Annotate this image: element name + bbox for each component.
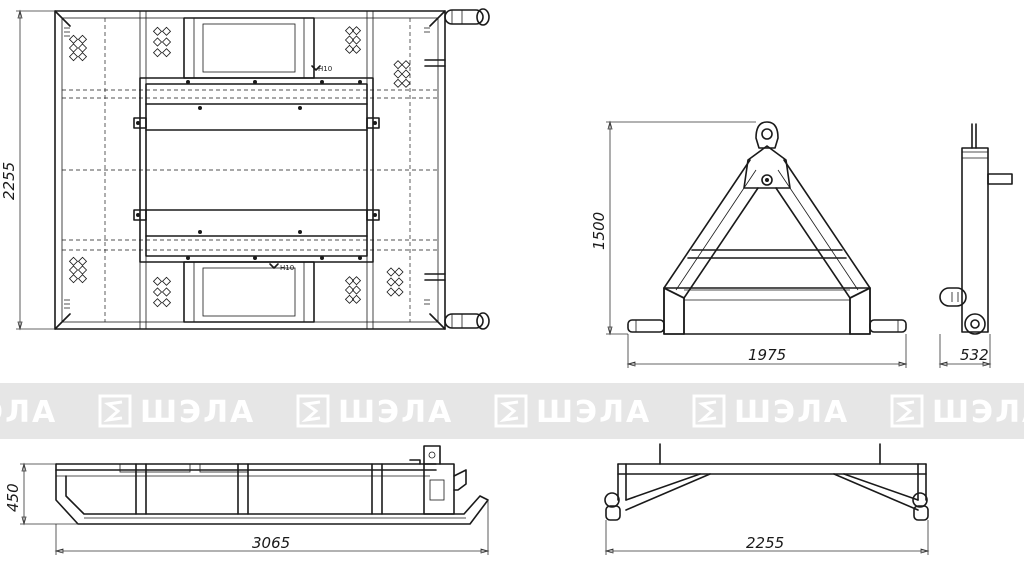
dim-top-height-text: 2255 xyxy=(0,162,18,200)
watermark-text: ШЭЛА xyxy=(0,395,57,430)
mesh-patch xyxy=(152,26,172,58)
bolt xyxy=(136,121,140,125)
dim-bottom-height: 450 xyxy=(4,462,78,526)
dim-front-width-text: 1975 xyxy=(748,346,786,364)
front-view: 1500 1975 xyxy=(590,120,908,368)
bolt xyxy=(186,80,190,84)
bolt xyxy=(136,213,140,217)
bolt xyxy=(373,213,377,217)
bolt xyxy=(186,256,190,260)
bolt xyxy=(320,80,324,84)
top-pipe-top xyxy=(444,8,490,26)
bolt xyxy=(320,256,324,260)
dim-bottom-height-text: 450 xyxy=(4,483,22,512)
watermark-item: ШЭЛА xyxy=(890,394,1024,430)
watermark-logo-icon xyxy=(890,394,924,428)
bolt xyxy=(253,80,257,84)
watermark-text: ШЭЛА xyxy=(932,395,1024,430)
mesh-patch xyxy=(152,276,172,308)
bolt xyxy=(373,121,377,125)
dim-side-width: 532 xyxy=(938,334,992,368)
bolt xyxy=(358,256,362,260)
bolt xyxy=(358,80,362,84)
watermark-item: ШЭЛА xyxy=(692,394,849,430)
watermark-text: ШЭЛА xyxy=(734,395,849,430)
mesh-patch xyxy=(68,256,88,284)
dim-rear-width: 2255 xyxy=(604,520,930,555)
watermark-logo-icon xyxy=(494,394,528,428)
side-view: 532 xyxy=(938,123,1013,368)
watermark-band: ШЭЛА ШЭЛА ШЭЛА ШЭЛА ШЭЛА ШЭЛА xyxy=(0,383,1024,439)
dim-front-width: 1975 xyxy=(626,334,908,368)
dim-top-height: 2255 xyxy=(0,9,55,331)
dim-front-height-text: 1500 xyxy=(590,212,608,250)
mesh-patch xyxy=(344,276,362,304)
watermark-logo-icon xyxy=(98,394,132,428)
dim-bottom-length: 3065 xyxy=(54,500,490,555)
watermark-text: ШЭЛА xyxy=(140,395,255,430)
mesh-patch xyxy=(344,26,362,54)
bolt xyxy=(198,106,202,110)
dim-bottom-length-text: 3065 xyxy=(252,534,290,552)
mesh-patch xyxy=(386,267,404,297)
bottom-arrow-label: Н10 xyxy=(280,264,294,272)
top-view: Н10 Н10 2255 xyxy=(0,8,490,331)
watermark-logo-icon xyxy=(296,394,330,428)
watermark-item: ШЭЛА xyxy=(0,395,57,430)
bolt xyxy=(253,256,257,260)
dim-rear-width-text: 2255 xyxy=(746,534,784,552)
top-arrow-label: Н10 xyxy=(318,65,332,73)
watermark-text: ШЭЛА xyxy=(536,395,651,430)
sled-view: 450 3065 xyxy=(4,445,490,555)
watermark-item: ШЭЛА xyxy=(98,394,255,430)
watermark-item: ШЭЛА xyxy=(296,394,453,430)
mesh-patch xyxy=(393,60,411,88)
dim-front-height: 1500 xyxy=(590,120,756,336)
bolt xyxy=(298,106,302,110)
bolt xyxy=(198,230,202,234)
mesh-patch xyxy=(68,34,88,62)
rear-view: 2255 xyxy=(604,443,930,555)
dim-side-width-text: 532 xyxy=(960,346,989,364)
watermark-item: ШЭЛА xyxy=(494,394,651,430)
bolt xyxy=(298,230,302,234)
watermark-text: ШЭЛА xyxy=(338,395,453,430)
top-pipe-bottom xyxy=(444,312,490,330)
watermark-logo-icon xyxy=(692,394,726,428)
